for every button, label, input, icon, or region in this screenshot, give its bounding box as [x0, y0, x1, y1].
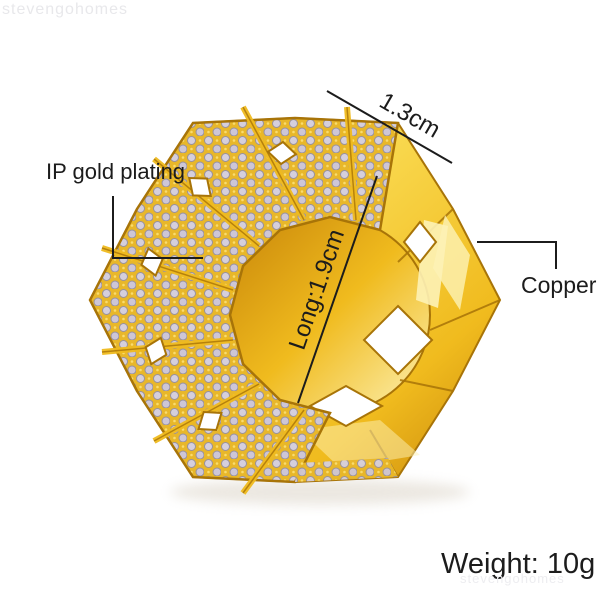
ring-link-separators-edge — [101, 106, 357, 494]
ring-front-link-holes — [140, 140, 298, 432]
watermark-top-left: stevengohomes — [2, 1, 128, 18]
ring-ground-shadow — [170, 479, 470, 505]
ring-bottom-highlight — [300, 420, 420, 468]
ring-pave-bottom-strip — [295, 458, 398, 482]
material-label: Copper — [521, 272, 597, 298]
ring-pave-band — [88, 116, 400, 484]
watermark-bottom-right: stevengohomes — [460, 571, 565, 586]
plating-pointer-line — [112, 196, 203, 259]
length-dimension-line — [297, 175, 378, 404]
plating-label: IP gold plating — [46, 159, 185, 184]
material-pointer-line — [477, 241, 557, 269]
weight-label: Weight: 10g — [441, 548, 595, 580]
annotation-lines — [112, 90, 557, 404]
width-dimension-line — [326, 90, 453, 164]
